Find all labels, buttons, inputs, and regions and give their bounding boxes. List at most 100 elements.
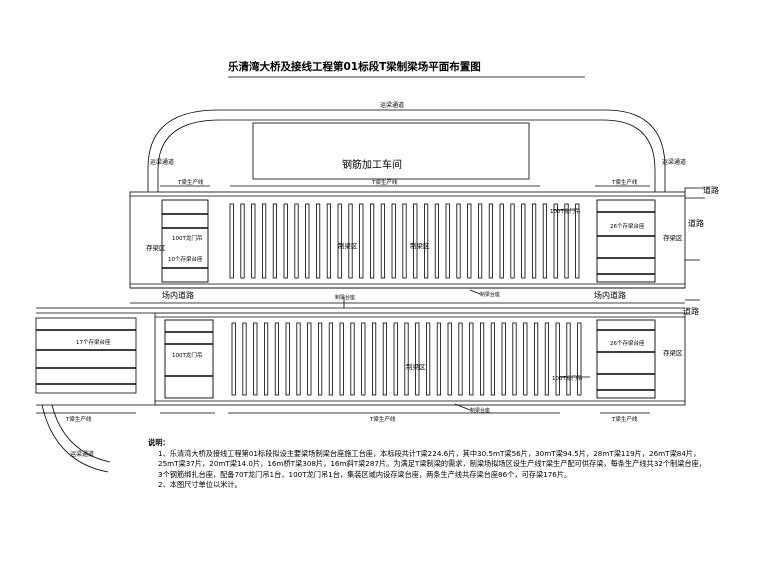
label-crane-d: 100T龙门吊 xyxy=(552,374,582,382)
casting-pedestal-top xyxy=(413,203,418,279)
drawing-title: 乐清湾大桥及接线工程第01标段T梁制梁场平面布置图 xyxy=(228,60,481,73)
label-callout-a: 制梁台座 xyxy=(335,294,355,301)
casting-pedestal-top xyxy=(467,203,472,279)
casting-pedestal-top xyxy=(402,203,407,279)
casting-pedestal-top xyxy=(337,203,342,279)
casting-pedestal-bottom xyxy=(469,322,474,396)
label-inner-road-left: 场内道路 xyxy=(162,290,194,300)
casting-pedestal-bottom xyxy=(382,322,388,396)
casting-pedestal-top xyxy=(434,203,440,279)
casting-pedestal-top xyxy=(272,203,278,279)
casting-pedestal-bottom xyxy=(501,322,506,396)
casting-pedestal-bottom xyxy=(458,322,463,396)
casting-pedestal-bottom xyxy=(490,322,496,396)
casting-pedestal-bottom xyxy=(436,322,442,396)
casting-pedestal-top xyxy=(499,203,504,279)
label-crane-a: 100T龙门吊 xyxy=(172,234,202,242)
label-line-bot-left: T梁生产线 xyxy=(65,415,92,423)
casting-pedestal-bottom xyxy=(415,322,420,396)
rebar-workshop xyxy=(252,122,530,180)
label-line-top-right: T梁生产线 xyxy=(611,178,638,186)
label-storage-left: 存梁区 xyxy=(146,243,166,252)
casting-pedestal-bottom xyxy=(274,322,280,396)
label-line-bot-mid: T梁生产线 xyxy=(369,415,396,423)
casting-pedestal-bottom xyxy=(350,322,355,396)
casting-pedestal-top xyxy=(488,203,494,279)
label-road-right: 运梁通道 xyxy=(662,158,686,166)
transport-road-bottom-left xyxy=(41,404,111,473)
transport-road-top xyxy=(147,109,666,192)
casting-pedestal-top xyxy=(315,203,321,279)
casting-pedestal-bottom xyxy=(361,322,366,396)
label-pour-zone-c: 制梁区 xyxy=(406,362,426,371)
casting-pedestal-top xyxy=(261,203,267,279)
casting-pedestal-bottom xyxy=(425,322,431,396)
casting-pedestal-top xyxy=(305,203,310,279)
casting-pedestal-top xyxy=(542,203,548,279)
label-crane-b: 100T龙门吊 xyxy=(550,207,580,215)
label-storage-right-2: 存梁区 xyxy=(663,348,683,357)
casting-pedestal-top xyxy=(423,203,429,279)
casting-pedestal-bottom xyxy=(328,322,334,396)
casting-pedestal-top xyxy=(359,203,364,279)
storage-pedestals xyxy=(161,199,656,399)
casting-pedestal-top xyxy=(456,203,461,279)
casting-pedestal-top xyxy=(326,203,332,279)
casting-pedestal-bottom xyxy=(242,322,247,396)
notes-item-2: 2、本图尺寸单位以米计。 xyxy=(158,480,242,490)
drawing-notes: 说明： 1、乐清湾大桥及接线工程第01标段拟设主要梁场制梁台座施工台座，本标段共… xyxy=(148,438,708,491)
casting-pedestal-bottom xyxy=(555,322,560,396)
casting-pedestal-top xyxy=(369,203,375,279)
label-store-bot-left: 17个存梁台座 xyxy=(76,338,111,346)
label-inner-road-right: 场内道路 xyxy=(594,290,626,300)
casting-pedestal-bottom xyxy=(566,322,571,396)
transport-road-top-inner xyxy=(157,119,656,192)
label-road-right-2: 道路 xyxy=(683,306,699,316)
casting-pedestal-bottom xyxy=(447,322,452,396)
label-callout-c: 制梁台座 xyxy=(470,407,490,414)
casting-pedestal-bottom xyxy=(231,322,236,396)
casting-pedestal-top xyxy=(294,203,299,279)
casting-pedestal-bottom xyxy=(577,322,582,396)
casting-pedestal-bottom xyxy=(263,322,269,396)
casting-pedestal-bottom xyxy=(253,322,258,396)
label-pour-zone-a: 制梁区 xyxy=(338,241,358,250)
label-road-exit: 道路 xyxy=(703,185,719,195)
casting-pedestal-bottom xyxy=(307,322,312,396)
label-store-top-left: 10个存梁台座 xyxy=(168,255,203,263)
road-exit-right xyxy=(684,187,705,199)
casting-pedestal-top xyxy=(575,203,580,279)
casting-pedestal-bottom xyxy=(296,322,301,396)
casting-pedestal-bottom xyxy=(534,322,539,396)
casting-pedestal-bottom xyxy=(285,322,290,396)
label-pour-zone-b: 制梁区 xyxy=(410,241,430,250)
casting-pedestal-top xyxy=(229,203,234,279)
casting-pedestal-top xyxy=(380,203,386,279)
casting-pedestal-top xyxy=(510,203,515,279)
casting-pedestal-bottom xyxy=(544,322,550,396)
casting-pedestal-top xyxy=(391,203,396,279)
casting-pedestal-top xyxy=(532,203,537,279)
casting-pedestal-bottom xyxy=(371,322,377,396)
casting-pedestal-bottom xyxy=(523,322,528,396)
casting-pedestal-bottom xyxy=(339,322,344,396)
label-store-top-right: 26个存梁台座 xyxy=(610,222,645,230)
label-store-bot-right: 26个存梁台座 xyxy=(610,339,645,347)
label-line-bot-right: T梁生产线 xyxy=(611,415,638,423)
label-road-left: 运梁通道 xyxy=(150,158,174,166)
label-crane-c: 100T龙门吊 xyxy=(172,351,202,359)
casting-pedestal-top xyxy=(251,203,256,279)
casting-pedestal-top xyxy=(240,203,245,279)
yard-bottom-frame xyxy=(154,312,686,406)
label-road-bottom-left: 运梁通道 xyxy=(70,450,94,458)
label-storage-right: 存梁区 xyxy=(663,233,683,242)
casting-pedestal-top xyxy=(564,203,569,279)
casting-pedestal-bottom xyxy=(317,322,323,396)
casting-pedestal-bottom xyxy=(479,322,485,396)
casting-pedestal-top xyxy=(553,203,558,279)
casting-pedestal-top xyxy=(348,203,353,279)
casting-pedestal-bottom xyxy=(512,322,517,396)
casting-pedestal-top xyxy=(445,203,450,279)
casting-pedestal-bottom xyxy=(404,322,409,396)
